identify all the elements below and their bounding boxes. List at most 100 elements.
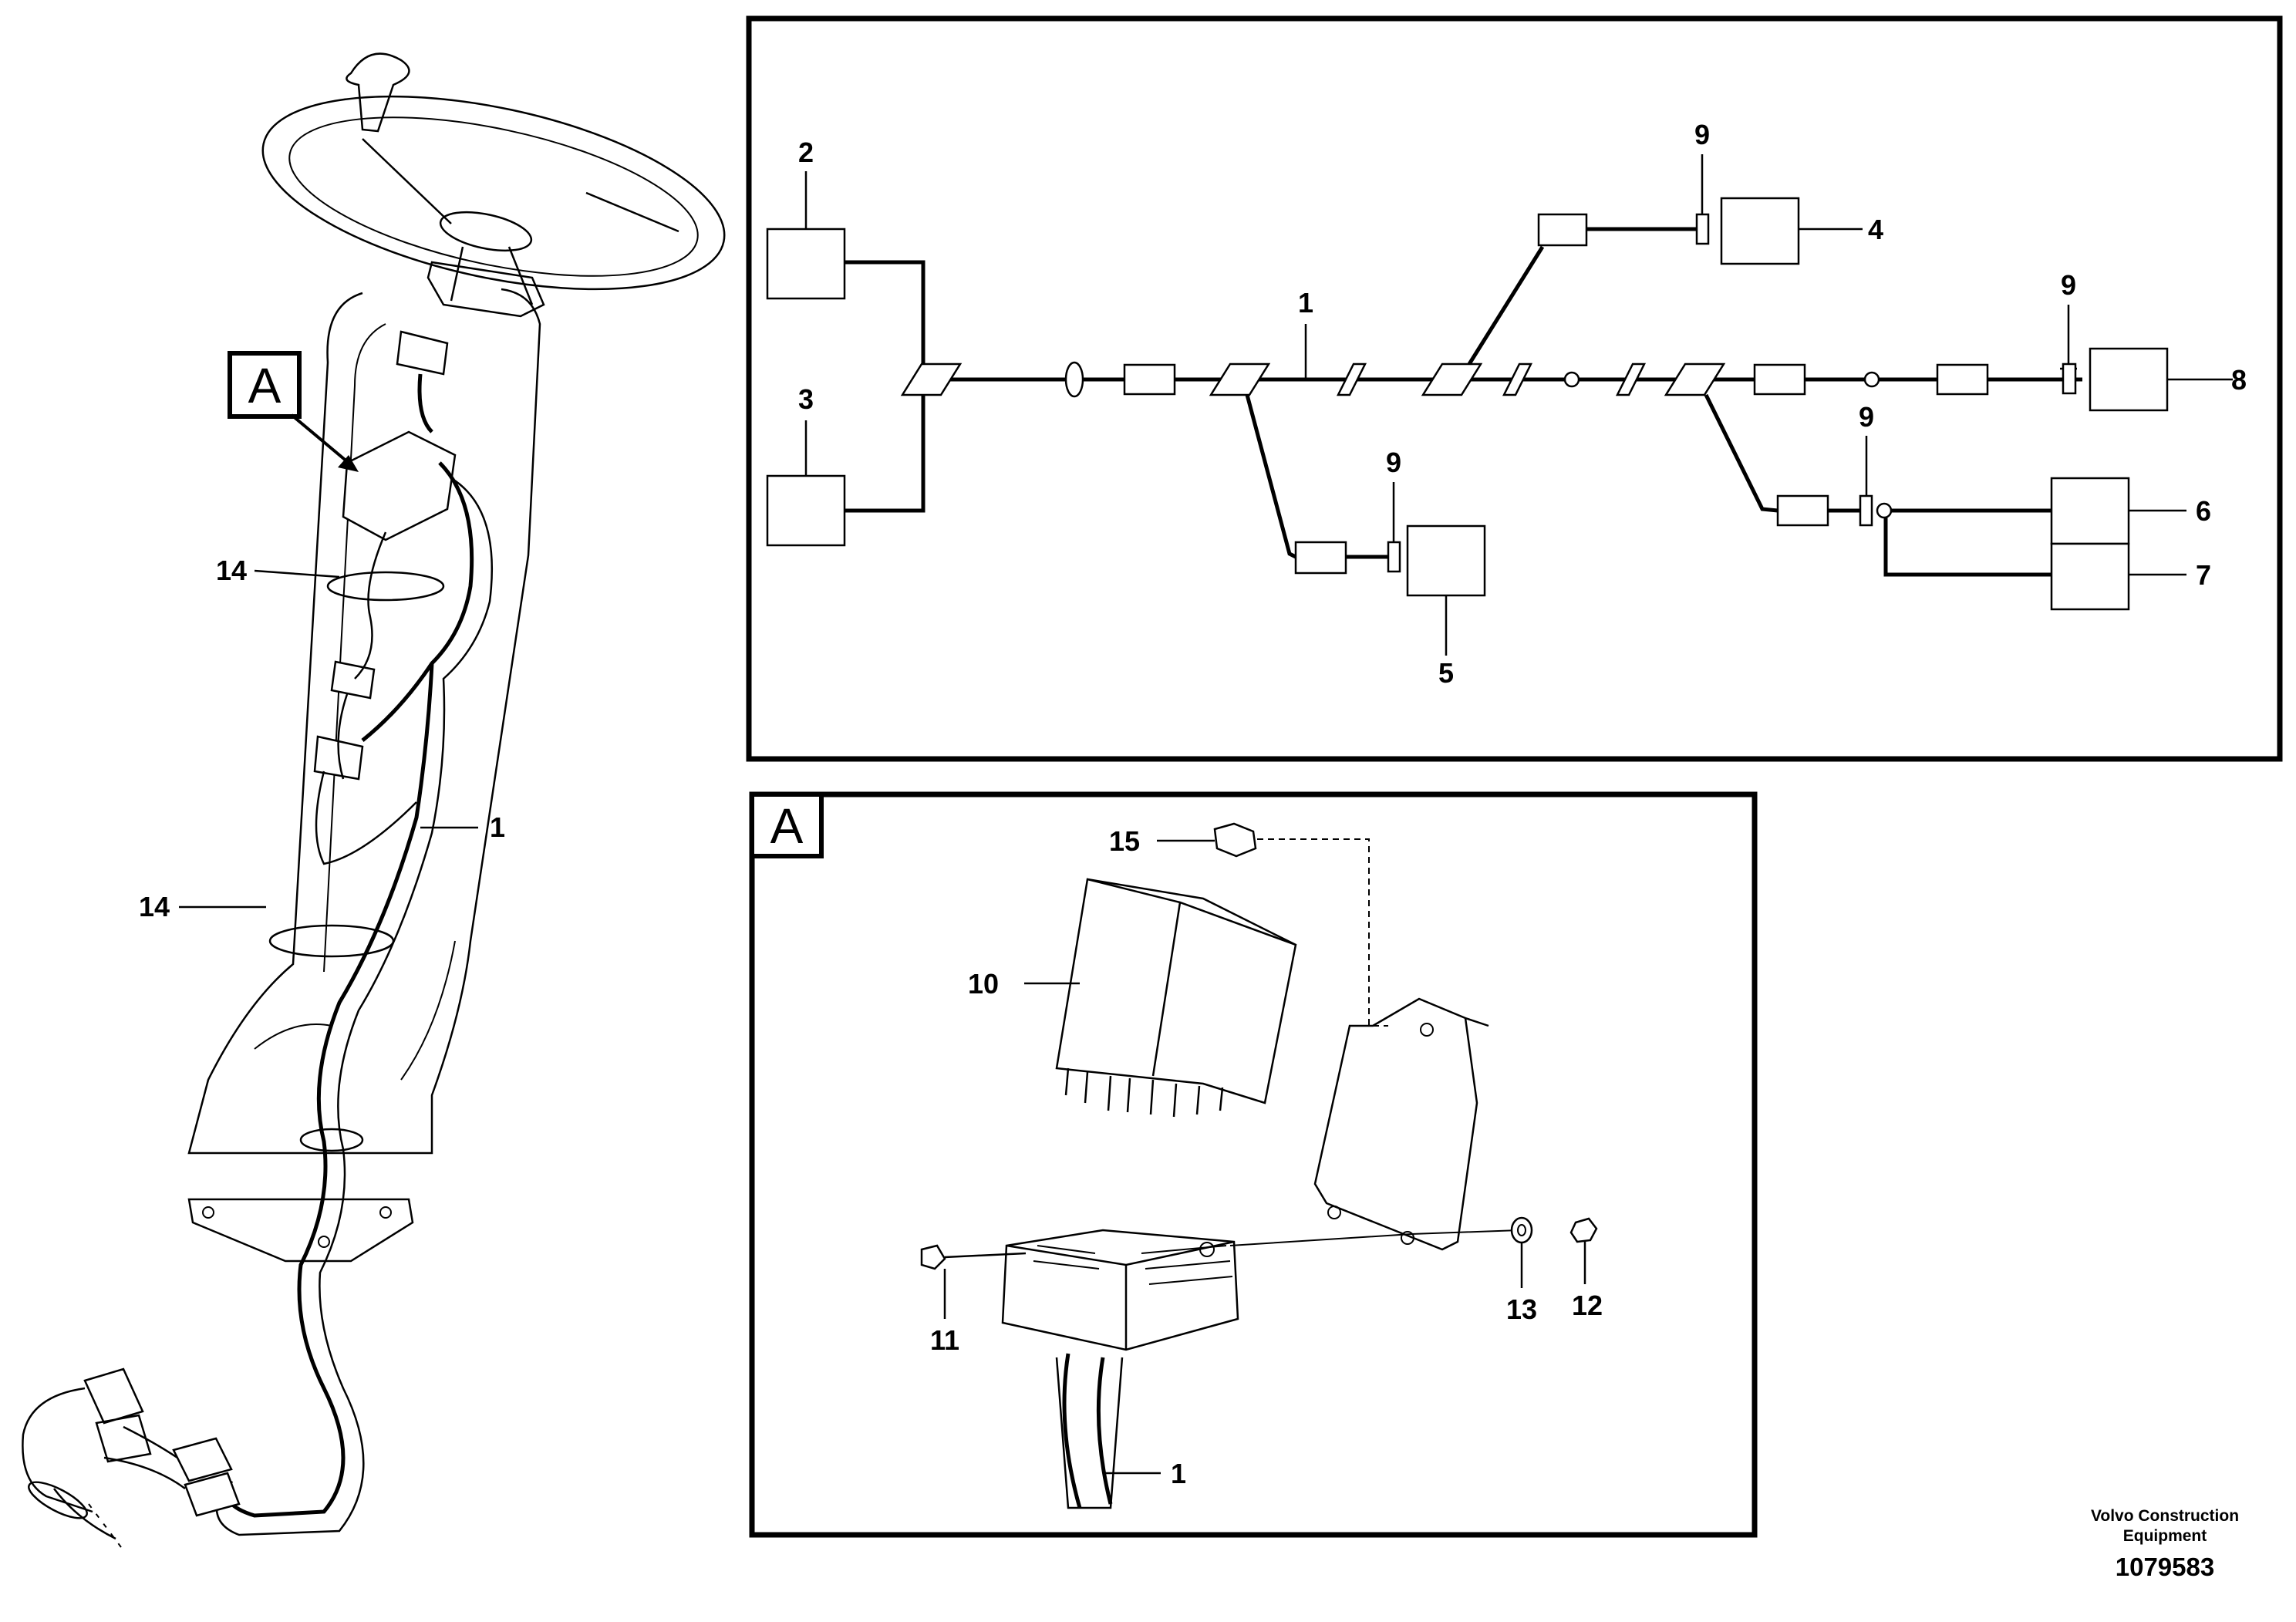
detail-callout-10: 10	[968, 968, 999, 1000]
relay-socket-grid	[1033, 1245, 1233, 1285]
wiring-harness	[224, 373, 474, 1518]
wiring-harness-outline	[215, 477, 494, 1536]
bracket-hole-left	[1327, 1206, 1341, 1219]
cable-tie-lower	[268, 924, 395, 958]
schematic-callout-4: 4	[1868, 214, 1883, 245]
flasher-relay-10-top	[1087, 878, 1296, 1077]
schematic-callout-6: 6	[2196, 495, 2211, 527]
schematic-callout-5: 5	[1438, 657, 1454, 689]
screw-11-shank	[944, 1252, 1027, 1259]
component-8-box	[2089, 347, 2169, 412]
flasher-unit-on-column	[342, 430, 457, 541]
nut-12	[1569, 1217, 1598, 1243]
component-5-box	[1406, 524, 1486, 597]
detail-callout-1: 1	[1171, 1458, 1186, 1489]
tee-trunk-body	[2062, 363, 2077, 395]
column-housing	[187, 288, 541, 1155]
detail-a-panel: A 15 10 11 13	[749, 791, 1758, 1538]
splice-2	[1209, 363, 1271, 396]
detail-a-tag-box	[750, 792, 824, 858]
component-3-box	[766, 474, 846, 547]
column-top	[426, 261, 545, 318]
bracket-hole-upper	[1420, 1023, 1434, 1037]
connector-trunk-3	[1936, 363, 1989, 396]
harness-branch-left	[315, 531, 417, 865]
connector-trunk-2	[1753, 363, 1806, 396]
component-7-box	[2050, 542, 2130, 611]
connector-branch-6-7	[1776, 494, 1829, 527]
detail-cable-outline	[1055, 1357, 1124, 1509]
left-callouts: 14 14 1	[139, 555, 505, 922]
schematic-callout-2: 2	[798, 137, 814, 168]
lower-connector-group	[83, 1367, 241, 1517]
detail-marker-label: A	[248, 358, 282, 413]
schematic-callout-8: 8	[2231, 364, 2247, 396]
steering-hub	[439, 211, 533, 252]
footer: Volvo Construction Equipment 1079583	[2091, 1507, 2239, 1581]
footer-drawing-number: 1079583	[2116, 1553, 2214, 1581]
schematic-callout-9-mid: 9	[1859, 401, 1874, 433]
detail-marker-box	[228, 351, 302, 419]
footer-company-line2: Equipment	[2123, 1527, 2207, 1545]
branch-to-5	[1245, 394, 1388, 559]
wiring-schematic-panel: 2 3 1 9 4 9 8 9 6 7 9 5	[746, 15, 2283, 762]
grommet	[299, 1128, 364, 1152]
lower-harness-loop	[22, 1387, 186, 1540]
node-3	[1876, 502, 1893, 519]
flasher-relay-10-pins	[1064, 1067, 1224, 1118]
detail-callout-15: 15	[1109, 825, 1140, 857]
grommet-symbol	[1064, 361, 1084, 398]
lower-sleeve	[28, 1481, 88, 1519]
cable-tie-upper	[326, 571, 445, 602]
fastener-axis	[1229, 1229, 1520, 1246]
base-bolt-hole-1	[202, 1206, 214, 1219]
connector-trunk-1	[1123, 363, 1176, 396]
socket-screw-hole	[1199, 1242, 1215, 1257]
break-3	[1615, 363, 1647, 396]
flasher-relay-10-body	[1055, 878, 1297, 1104]
splice-3	[1421, 363, 1483, 396]
detail-marker-left: A	[228, 351, 359, 472]
detail-callout-12: 12	[1572, 1290, 1603, 1321]
leader-14-upper	[254, 569, 340, 578]
base-bolt-hole-2	[379, 1206, 392, 1219]
washer-13	[1510, 1216, 1533, 1244]
schematic-callout-9-right: 9	[2061, 269, 2076, 301]
splice-4	[1664, 363, 1726, 396]
detail-callout-11: 11	[930, 1324, 959, 1356]
callout-14-upper: 14	[216, 555, 247, 586]
steering-column-illustration	[22, 52, 726, 1551]
tee-branch-4	[1695, 213, 1710, 245]
schematic-callout-9-top: 9	[1694, 119, 1710, 150]
detail-marker-leader	[290, 413, 350, 464]
component-4-box	[1720, 197, 1800, 265]
schematic-frame	[746, 15, 2283, 762]
base-bolt-hole-3	[318, 1236, 330, 1248]
connector-branch-4	[1537, 213, 1588, 247]
callout-1-left: 1	[490, 811, 505, 843]
detail-a-frame	[749, 791, 1758, 1538]
bolt-15-dashed-path	[1257, 838, 1388, 1027]
washer-13-hole	[1517, 1224, 1526, 1236]
steering-wheel-outer	[261, 95, 726, 291]
tee-branch-6-7	[1859, 494, 1873, 527]
column-base-plate	[187, 1198, 414, 1263]
node-2	[1863, 371, 1880, 388]
connector-top	[396, 330, 449, 376]
node-1	[1563, 371, 1580, 388]
steering-wheel-inner	[288, 116, 699, 277]
break-1	[1336, 363, 1367, 396]
footer-company-line1: Volvo Construction	[2091, 1507, 2239, 1525]
schematic-callout-3: 3	[798, 383, 814, 415]
lower-harness-dashes	[88, 1503, 124, 1551]
mounting-bracket	[1313, 997, 1489, 1251]
column-housing-inner	[254, 323, 456, 1081]
schematic-callout-1: 1	[1298, 287, 1313, 319]
tee-branch-5	[1387, 541, 1401, 573]
splice-1	[900, 363, 963, 396]
detail-callout-13: 13	[1506, 1293, 1537, 1325]
branch-to-6-7	[1704, 393, 2052, 577]
spinner-knob	[346, 52, 410, 133]
schematic-callout-7: 7	[2196, 559, 2211, 591]
